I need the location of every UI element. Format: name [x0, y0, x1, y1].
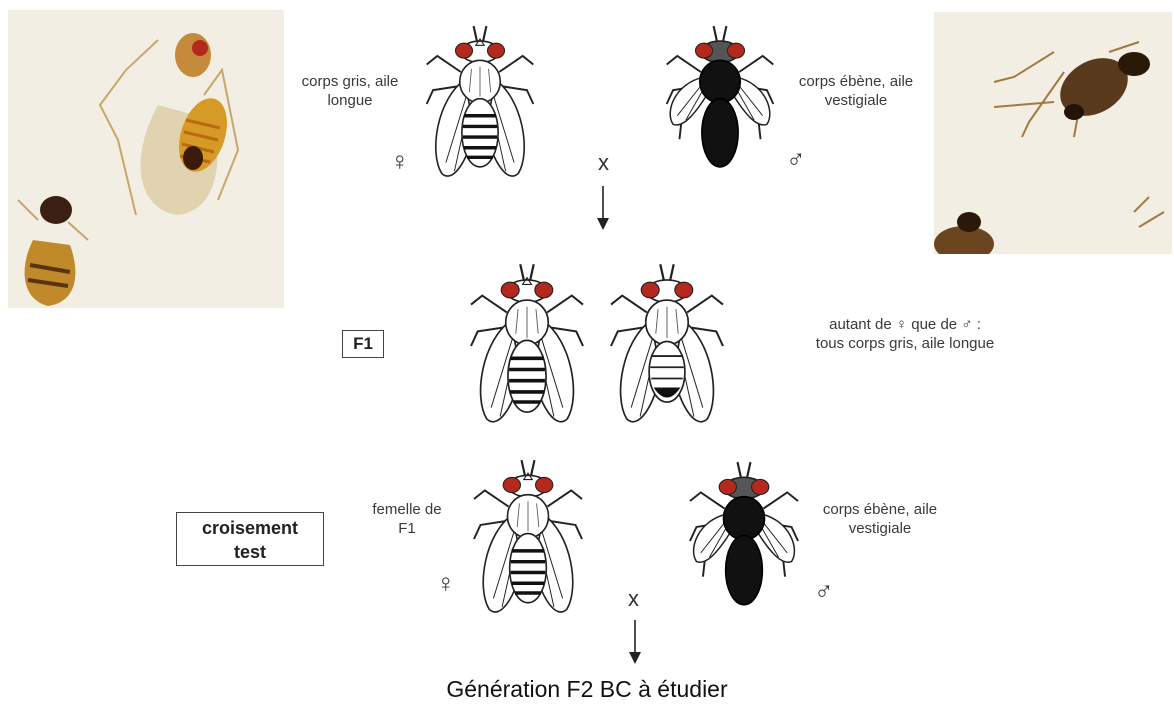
test-cross-symbol: x — [628, 586, 639, 612]
result-title: Génération F2 BC à étudier — [0, 676, 1174, 703]
f1-box-label: F1 — [353, 334, 373, 353]
parent-male-symbol: ♂ — [786, 146, 806, 172]
f1-female-fly — [464, 262, 590, 430]
f1-box: F1 — [342, 330, 384, 358]
test-male-label-text: corps ébène, aile vestigiale — [823, 501, 937, 537]
parent-female-label-text: corps gris, aile longue — [302, 73, 399, 109]
parent-female-fly — [420, 24, 540, 184]
parent-male-fly — [660, 24, 780, 184]
ebony-fly-photo-illustration — [934, 12, 1172, 254]
test-female-label-line2: F1 — [352, 519, 462, 538]
f1-description-line2: tous corps gris, aile longue — [760, 334, 1050, 353]
wild-fly-photo-illustration — [8, 10, 284, 308]
test-arrow — [629, 620, 643, 668]
photo-fly-ebony — [994, 42, 1150, 137]
photo-fly-ebony-small — [934, 197, 1164, 254]
photo-fly-large — [100, 33, 238, 215]
f1-description: autant de ♀ que de ♂ : tous corps gris, … — [760, 315, 1050, 353]
parent-female-label: corps gris, aile longue — [290, 72, 410, 110]
photo-wild-flies — [8, 10, 284, 308]
test-female-symbol: ♀ — [436, 570, 456, 596]
photo-ebony-flies — [934, 12, 1172, 254]
parent-female-symbol: ♀ — [390, 148, 410, 174]
test-female-label-line1: femelle de — [352, 500, 462, 519]
photo-fly-small — [18, 196, 88, 306]
test-female-label: femelle de F1 — [352, 500, 462, 538]
parent-arrow — [597, 186, 611, 234]
f1-male-fly — [604, 262, 730, 430]
test-cross-box-line1: croisement — [177, 516, 323, 540]
parent-male-label: corps ébène, aile vestigiale — [776, 72, 936, 110]
parent-male-label-text: corps ébène, aile vestigiale — [799, 73, 913, 109]
test-male-label: corps ébène, aile vestigiale — [800, 500, 960, 538]
test-male-symbol: ♂ — [814, 578, 834, 604]
test-cross-box-line2: test — [177, 540, 323, 564]
test-female-fly — [466, 458, 590, 620]
f1-description-line1: autant de ♀ que de ♂ : — [760, 315, 1050, 334]
test-cross-box: croisement test — [176, 512, 324, 566]
test-male-fly — [682, 460, 806, 622]
parent-cross-symbol: x — [598, 150, 609, 176]
